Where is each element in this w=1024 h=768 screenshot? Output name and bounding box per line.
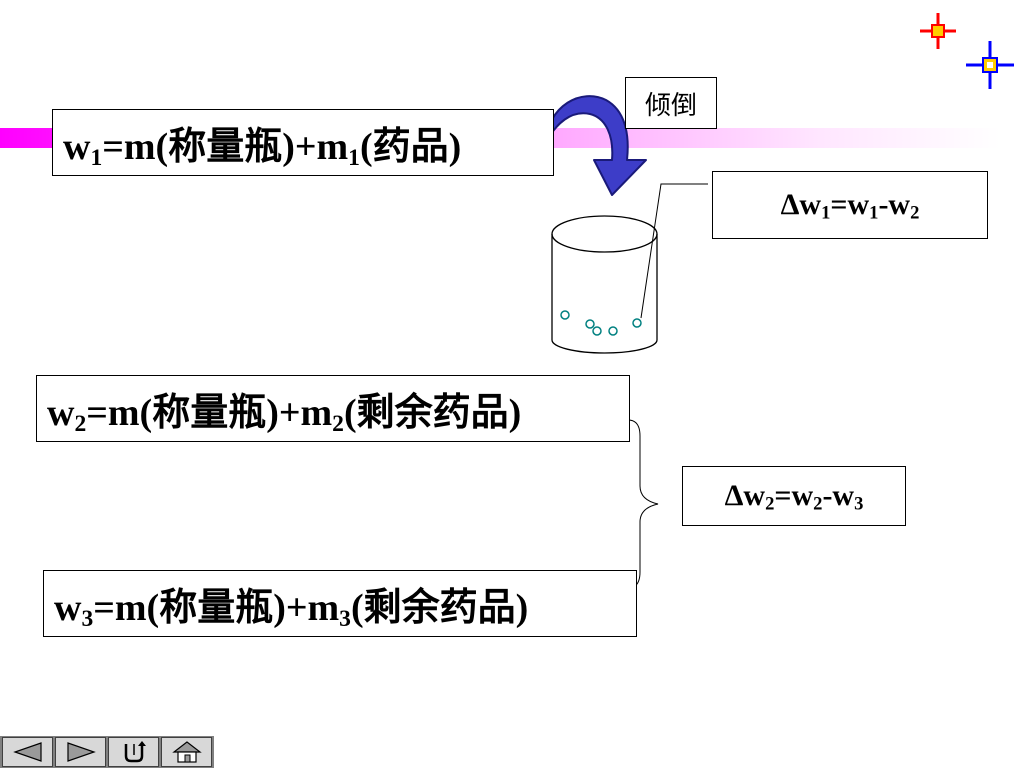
pour-label: 倾倒 bbox=[644, 90, 697, 120]
w1-middle: =m(称量瓶)+m bbox=[102, 126, 349, 168]
w2-middle: =m(称量瓶)+m bbox=[86, 392, 333, 434]
dw1-c-sub: 2 bbox=[910, 202, 920, 224]
w3-symbol: w bbox=[54, 587, 82, 629]
slide-nav-bar bbox=[0, 736, 214, 768]
home-icon bbox=[171, 741, 202, 763]
dw1-b: =w bbox=[830, 188, 870, 221]
pour-arrow-icon bbox=[543, 95, 647, 196]
next-icon bbox=[66, 742, 96, 762]
delta-w2: Δw2=w2-w3 bbox=[725, 479, 864, 513]
formula-w3-box: w3=m(称量瓶)+m3(剩余药品) bbox=[43, 570, 637, 637]
formula-w2: w2=m(称量瓶)+m2(剩余药品) bbox=[47, 381, 521, 436]
dw1-a: Δw bbox=[780, 188, 822, 221]
w1-rhs: (药品) bbox=[359, 126, 462, 168]
corner-crosshair-red-icon bbox=[920, 13, 956, 49]
dw2-b: =w bbox=[774, 479, 814, 512]
formula-w3: w3=m(称量瓶)+m3(剩余药品) bbox=[54, 576, 528, 631]
prev-icon bbox=[12, 742, 42, 762]
prev-slide-button[interactable] bbox=[2, 737, 53, 767]
corner-crosshair-blue-icon bbox=[966, 41, 1014, 89]
curly-brace bbox=[627, 419, 659, 589]
delta-w1: Δw1=w1-w2 bbox=[781, 188, 920, 222]
delta-w1-box: Δw1=w1-w2 bbox=[712, 171, 988, 239]
w3-middle: =m(称量瓶)+m bbox=[93, 587, 340, 629]
dw1-a-sub: 1 bbox=[821, 202, 831, 224]
return-icon bbox=[124, 741, 146, 763]
formula-w2-box: w2=m(称量瓶)+m2(剩余药品) bbox=[36, 375, 630, 442]
w1-symbol: w bbox=[63, 126, 91, 168]
w1-subscript: 1 bbox=[90, 144, 103, 171]
dw2-c: -w bbox=[822, 479, 855, 512]
return-button[interactable] bbox=[108, 737, 159, 767]
w3-subscript: 3 bbox=[81, 605, 94, 632]
w2-symbol: w bbox=[47, 392, 75, 434]
w1-m-subscript: 1 bbox=[348, 144, 360, 171]
pour-label-box: 倾倒 bbox=[625, 77, 717, 129]
home-button[interactable] bbox=[161, 737, 212, 767]
dw1-b-sub: 1 bbox=[869, 202, 879, 224]
dw2-b-sub: 2 bbox=[813, 493, 823, 515]
dw2-c-sub: 3 bbox=[854, 493, 864, 515]
dw2-a-sub: 2 bbox=[765, 493, 775, 515]
w2-m-subscript: 2 bbox=[332, 410, 344, 437]
beaker-icon bbox=[551, 215, 658, 354]
w2-subscript: 2 bbox=[74, 410, 87, 437]
w3-rhs: (剩余药品) bbox=[350, 587, 529, 629]
delta-w2-box: Δw2=w2-w3 bbox=[682, 466, 906, 526]
leader-line bbox=[640, 183, 708, 319]
dw1-c: -w bbox=[878, 188, 911, 221]
next-slide-button[interactable] bbox=[55, 737, 106, 767]
w2-rhs: (剩余药品) bbox=[343, 392, 522, 434]
w3-m-subscript: 3 bbox=[339, 605, 351, 632]
formula-w1-box: w1=m(称量瓶)+m1(药品) bbox=[52, 109, 554, 176]
formula-w1: w1=m(称量瓶)+m1(药品) bbox=[63, 115, 461, 170]
dw2-a: Δw bbox=[724, 479, 766, 512]
